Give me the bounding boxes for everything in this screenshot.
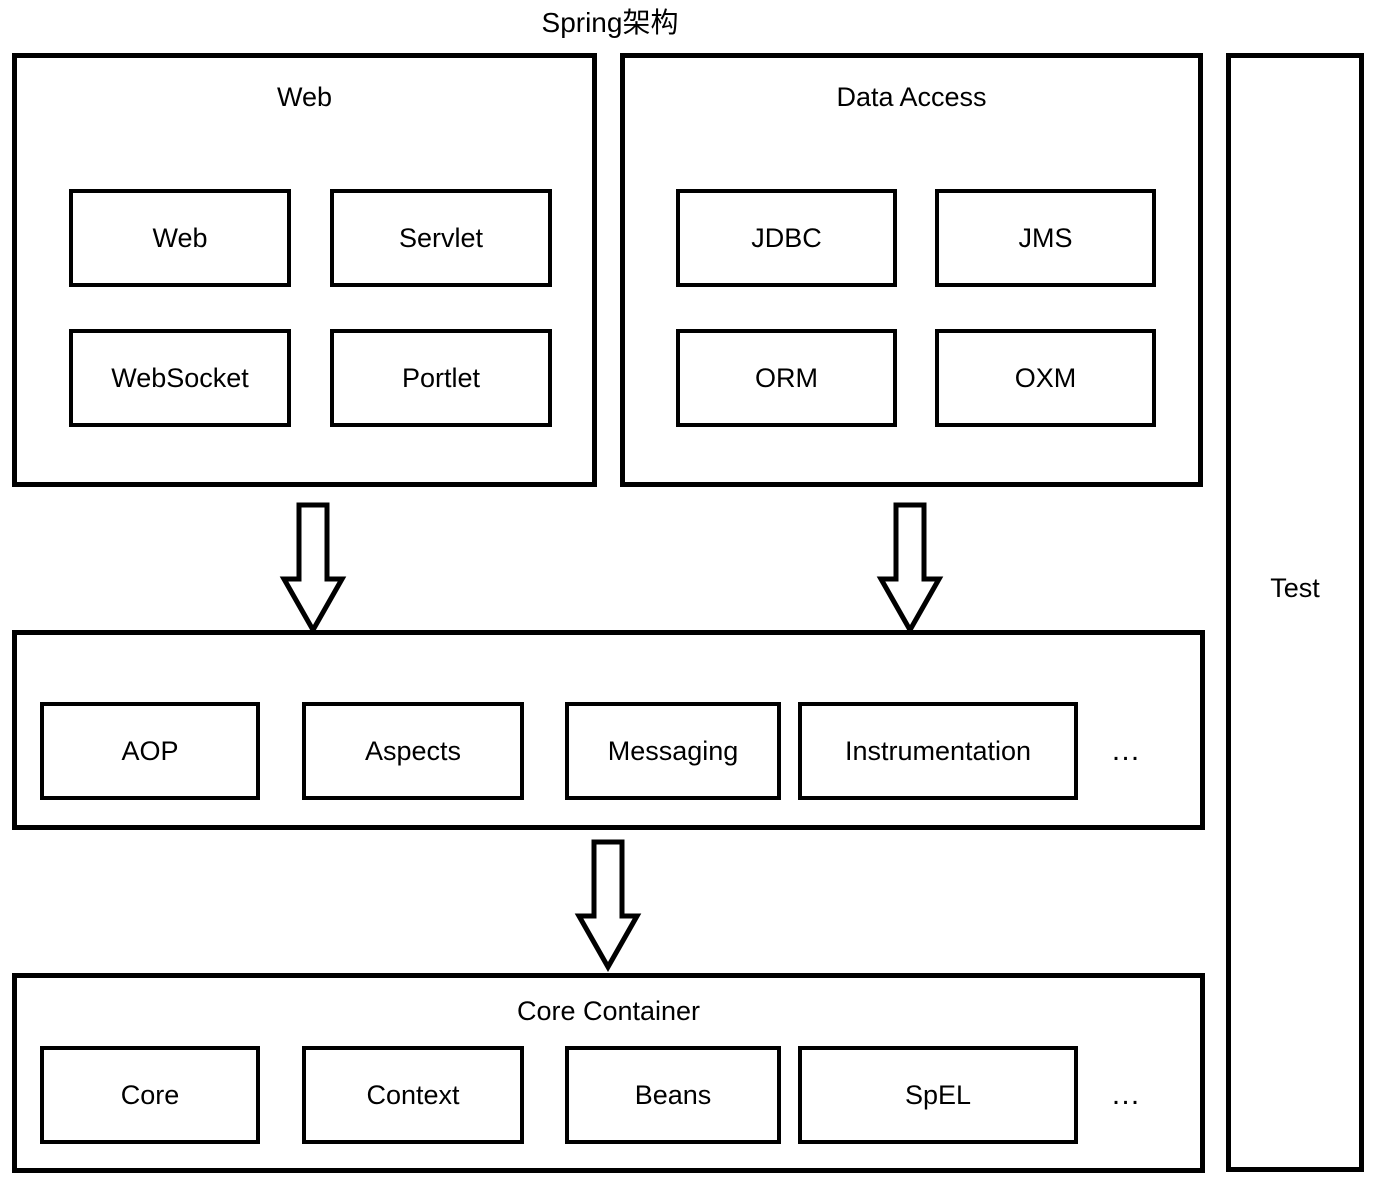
- core-ellipsis: …: [1110, 1078, 1144, 1111]
- data-access-group-box: Data Access JDBC JMS ORM OXM: [620, 53, 1203, 487]
- messaging-module-box: Messaging: [565, 702, 781, 800]
- servlet-module-box: Servlet: [330, 189, 552, 287]
- beans-module-box: Beans: [565, 1046, 781, 1144]
- oxm-module-box: OXM: [935, 329, 1156, 427]
- web-group-title: Web: [276, 82, 333, 112]
- spel-module-box: SpEL: [798, 1046, 1078, 1144]
- aspects-module-box: Aspects: [302, 702, 524, 800]
- web-module-box: Web: [69, 189, 291, 287]
- jms-module-box: JMS: [935, 189, 1156, 287]
- middleware-group-box: AOP Aspects Messaging Instrumentation …: [12, 630, 1205, 830]
- diagram-title: Spring架构: [541, 7, 679, 38]
- instrumentation-module-box: Instrumentation: [798, 702, 1078, 800]
- down-arrow-icon: [574, 839, 642, 973]
- core-module-box: Core: [40, 1046, 260, 1144]
- data-access-group-title: Data Access: [836, 82, 987, 112]
- context-module-box: Context: [302, 1046, 524, 1144]
- websocket-module-box: WebSocket: [69, 329, 291, 427]
- web-group-box: Web Web Servlet WebSocket Portlet: [12, 53, 597, 487]
- core-container-group-box: Core Container Core Context Beans SpEL …: [12, 973, 1205, 1173]
- jdbc-module-box: JDBC: [676, 189, 897, 287]
- middleware-ellipsis: …: [1110, 734, 1144, 767]
- core-container-title: Core Container: [516, 996, 701, 1026]
- test-group-box: Test: [1226, 53, 1364, 1172]
- down-arrow-icon: [876, 502, 944, 636]
- orm-module-box: ORM: [676, 329, 897, 427]
- portlet-module-box: Portlet: [330, 329, 552, 427]
- down-arrow-icon: [279, 502, 347, 636]
- test-group-title: Test: [1270, 573, 1320, 603]
- aop-module-box: AOP: [40, 702, 260, 800]
